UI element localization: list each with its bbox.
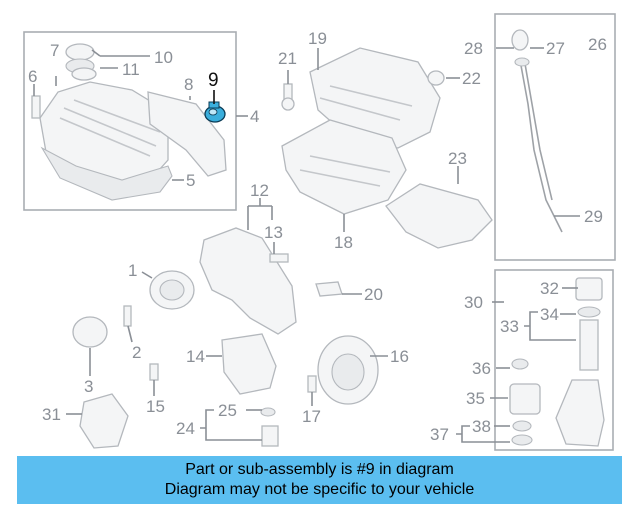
leader-lines	[33, 47, 580, 443]
callout-23: 23	[448, 149, 467, 168]
callout-29: 29	[584, 207, 603, 226]
callout-7: 7	[50, 41, 59, 60]
oil-cooler-part	[509, 383, 541, 415]
callout-1: 1	[128, 261, 137, 280]
callout-32: 32	[540, 279, 559, 298]
callout-34: 34	[540, 305, 559, 324]
baffle-part	[385, 183, 493, 249]
bolt-15-part	[149, 363, 159, 381]
callout-31: 31	[42, 405, 61, 424]
callout-12: 12	[250, 181, 269, 200]
oil-pan-lower-part	[281, 119, 407, 215]
dipstick-group-box	[494, 13, 616, 261]
dipstick-handle-part	[511, 29, 529, 51]
callout-8: 8	[184, 75, 193, 94]
callout-10: 10	[154, 48, 173, 67]
callout-14: 14	[186, 347, 205, 366]
callout-5: 5	[186, 171, 195, 190]
drain-plug-part	[427, 70, 445, 86]
callout-37: 37	[430, 425, 449, 444]
filter-element-part	[579, 319, 599, 371]
heat-shield-part	[147, 91, 227, 177]
callout-18: 18	[334, 233, 353, 252]
callout-26: 26	[588, 35, 607, 54]
bolt-6-part	[31, 95, 41, 119]
callout-9: 9	[208, 70, 219, 91]
callout-36: 36	[472, 359, 491, 378]
callout-28: 28	[464, 39, 483, 58]
valve-cover-gasket-part	[40, 146, 173, 201]
oil-filter-group-box	[494, 269, 614, 451]
callout-2: 2	[132, 343, 141, 362]
cap-seal-part	[71, 67, 97, 81]
callout-38: 38	[472, 417, 491, 436]
callout-21: 21	[278, 49, 297, 68]
callout-35: 35	[466, 389, 485, 408]
filter-housing-part	[555, 379, 605, 447]
callout-25: 25	[218, 401, 237, 420]
gasket-20-part	[315, 281, 343, 297]
seal-3-part	[72, 316, 108, 348]
callout-24: 24	[176, 419, 195, 438]
filter-cap-part	[575, 277, 603, 301]
callout-20: 20	[364, 285, 383, 304]
bracket-31-part	[79, 393, 129, 449]
callout-19: 19	[308, 29, 327, 48]
callout-15: 15	[146, 397, 165, 416]
dipstick-tube-part	[519, 59, 563, 233]
callout-6: 6	[28, 67, 37, 86]
caption-banner: Part or sub-assembly is #9 in diagram Di…	[17, 456, 622, 504]
callout-11: 11	[122, 60, 140, 79]
callout-16: 16	[390, 347, 409, 366]
oil-filler-cap-part	[65, 43, 95, 61]
valve-24-part	[261, 425, 279, 447]
callout-4: 4	[250, 107, 259, 126]
callout-3: 3	[84, 377, 93, 396]
caption-line-2: Diagram may not be specific to your vehi…	[164, 481, 475, 498]
sensor-13-part	[269, 253, 289, 263]
callout-22: 22	[462, 69, 481, 88]
valve-cover-group-box	[23, 31, 237, 211]
callout-17: 17	[302, 407, 321, 426]
bolt-17-part	[307, 375, 317, 393]
callout-30: 30	[464, 293, 483, 312]
callout-13: 13	[264, 223, 283, 242]
caption-line-1: Part or sub-assembly is #9 in diagram	[185, 461, 454, 478]
cover-14-part	[221, 333, 277, 395]
timing-cover-part	[199, 227, 297, 335]
part-9-highlighted	[204, 101, 226, 123]
callout-33: 33	[500, 317, 519, 336]
callout-27: 27	[546, 39, 565, 58]
bolt-2-part	[123, 305, 132, 327]
